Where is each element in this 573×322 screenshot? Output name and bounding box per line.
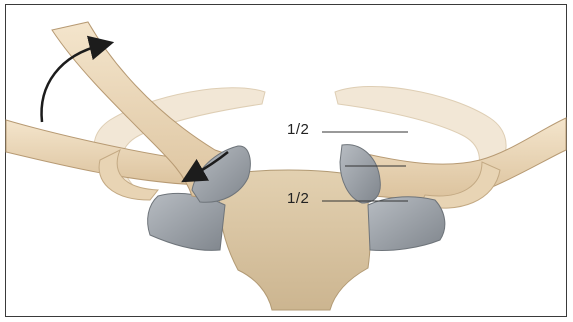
lower-ratio-label: 1/2 — [287, 190, 309, 207]
upper-ratio-label: 1/2 — [287, 121, 309, 138]
right-costal-cartilage — [368, 197, 445, 251]
